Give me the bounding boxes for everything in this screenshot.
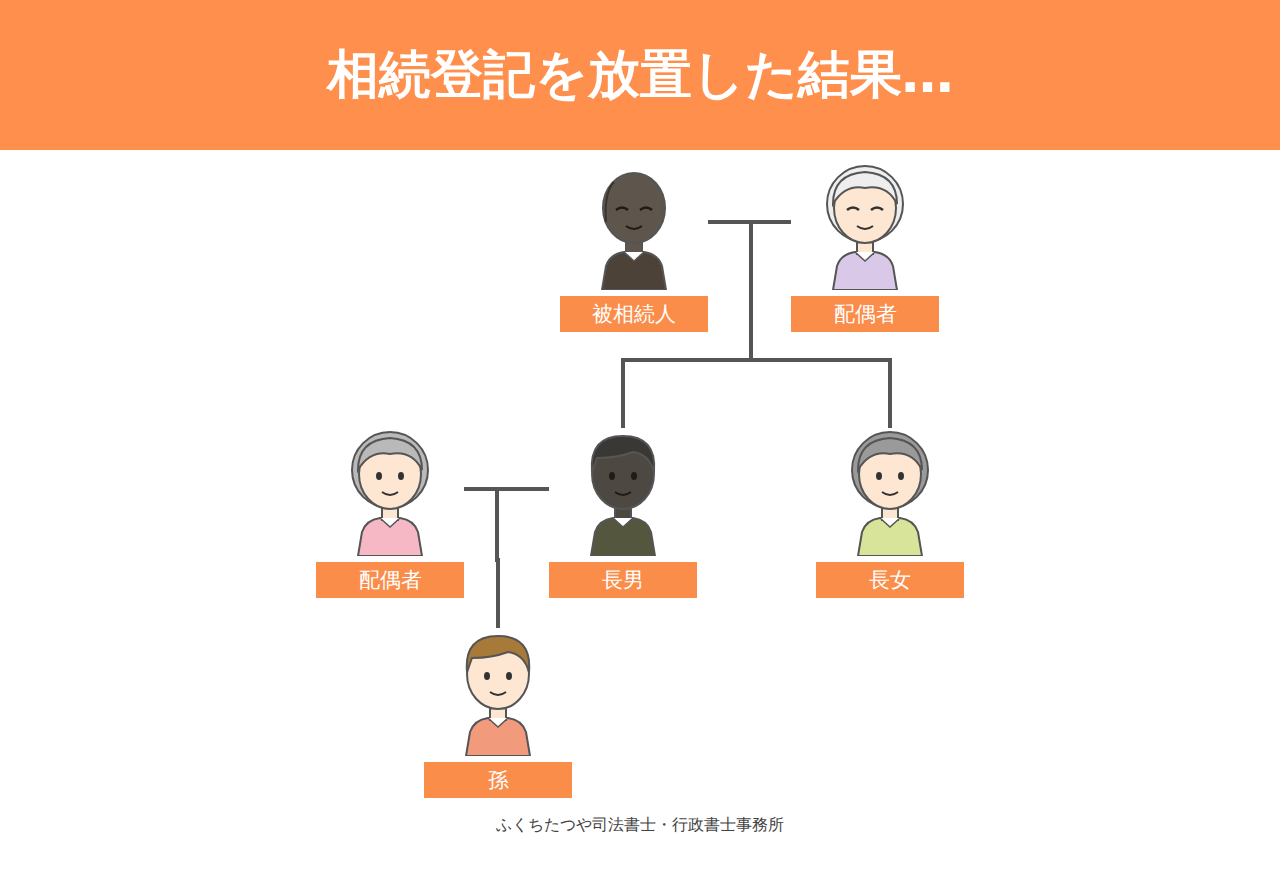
label-text: 配偶者 xyxy=(834,300,897,328)
person-figure xyxy=(815,162,915,290)
label-text: 長男 xyxy=(602,566,644,594)
person-figure xyxy=(573,428,673,556)
person-node: 孫 xyxy=(424,628,572,798)
name-label: 配偶者 xyxy=(791,296,939,332)
person-node: 長女 xyxy=(816,428,964,598)
family-line xyxy=(497,489,549,628)
person-node: 配偶者 xyxy=(791,162,939,332)
title-text: 相続登記を放置した結果… xyxy=(0,0,1280,150)
name-label: 孫 xyxy=(424,762,572,798)
label-text: 長女 xyxy=(869,566,911,594)
name-label: 長女 xyxy=(816,562,964,598)
person-figure xyxy=(340,428,440,556)
name-label: 長男 xyxy=(549,562,697,598)
label-text: 配偶者 xyxy=(359,566,422,594)
caption-text: ふくちたつや司法書士・行政書士事務所 xyxy=(0,815,1280,836)
person-figure xyxy=(448,628,548,756)
label-text: 被相続人 xyxy=(592,300,676,328)
label-text: 孫 xyxy=(488,766,509,794)
person-node: 長男 xyxy=(549,428,697,598)
person-figure xyxy=(840,428,940,556)
person-figure xyxy=(584,162,684,290)
family-line xyxy=(464,489,498,628)
person-node: 被相続人 xyxy=(560,162,708,332)
person-node: 配偶者 xyxy=(316,428,464,598)
name-label: 被相続人 xyxy=(560,296,708,332)
name-label: 配偶者 xyxy=(316,562,464,598)
